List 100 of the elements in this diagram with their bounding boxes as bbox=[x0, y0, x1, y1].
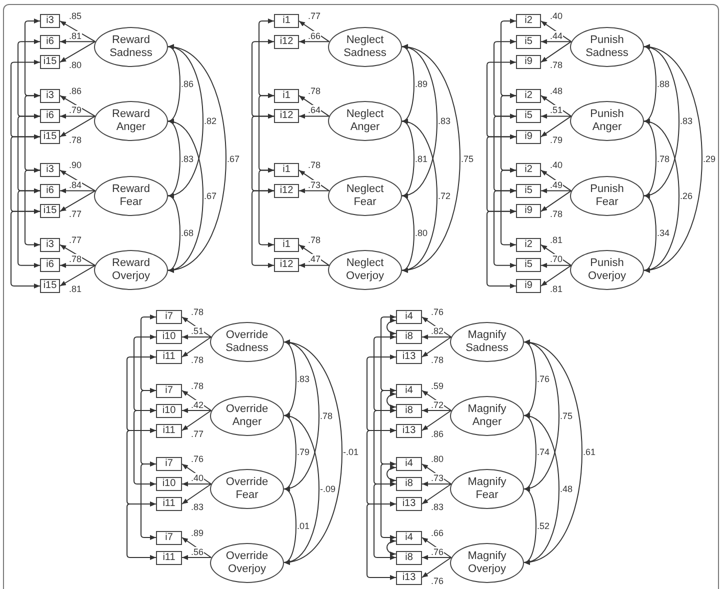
loading-arrow bbox=[540, 116, 572, 138]
edge-label: .47 bbox=[308, 254, 321, 264]
edge-label: .75 bbox=[461, 154, 474, 164]
loading-arrow bbox=[60, 95, 96, 117]
indicator-box bbox=[40, 163, 60, 178]
item-label: i3 bbox=[46, 165, 54, 176]
error-covariance-arrow bbox=[500, 168, 516, 248]
edge-label: .78 bbox=[191, 355, 204, 365]
edge-label: .82 bbox=[204, 116, 217, 126]
item-label: i7 bbox=[165, 386, 173, 396]
edge-label: .81 bbox=[69, 30, 82, 41]
loading-arrow bbox=[182, 408, 212, 413]
indicator-box bbox=[274, 34, 299, 49]
indicator-box bbox=[156, 424, 182, 438]
edge-label: .68 bbox=[181, 228, 194, 238]
indicator-box bbox=[156, 384, 182, 398]
loading-arrow bbox=[422, 484, 452, 504]
correlation-arrow bbox=[168, 120, 180, 196]
indicator-box bbox=[516, 109, 541, 124]
indicator-box bbox=[396, 570, 422, 584]
loading-arrow bbox=[540, 170, 572, 192]
error-covariance-arrow bbox=[258, 168, 274, 248]
indicator-box bbox=[40, 14, 60, 28]
correlation-arrow bbox=[524, 488, 536, 563]
loading-arrow bbox=[60, 116, 96, 138]
item-label: i4 bbox=[405, 312, 413, 322]
indicator-box bbox=[516, 14, 541, 28]
edge-label: .70 bbox=[550, 254, 563, 264]
edge-label: .75 bbox=[560, 410, 573, 420]
indicator-box bbox=[516, 88, 541, 103]
edge-label: .66 bbox=[308, 30, 321, 41]
loading-arrow bbox=[540, 20, 572, 42]
loading-arrow bbox=[182, 336, 212, 358]
latent-variable-name: Reward Overjoy bbox=[111, 257, 151, 284]
indicator-box bbox=[396, 330, 422, 344]
indicator-box bbox=[274, 238, 299, 252]
loading-arrow bbox=[60, 190, 96, 212]
loading-arrow bbox=[422, 336, 452, 358]
error-covariance-arrow bbox=[10, 134, 40, 214]
item-label: i11 bbox=[162, 352, 176, 362]
edge-label: .40 bbox=[191, 473, 204, 483]
item-label: i1 bbox=[282, 165, 290, 176]
edge-label: .86 bbox=[181, 78, 194, 89]
item-label: i13 bbox=[402, 352, 416, 362]
error-covariance-arrow bbox=[24, 18, 40, 98]
item-label: i15 bbox=[43, 57, 57, 68]
edge-label: .76 bbox=[431, 546, 444, 556]
indicator-box bbox=[274, 88, 299, 103]
indicator-box bbox=[156, 530, 182, 544]
item-label: i11 bbox=[162, 499, 176, 509]
error-covariance-arrow bbox=[252, 39, 274, 119]
item-label: i5 bbox=[524, 36, 532, 47]
error-covariance-arrow bbox=[24, 168, 40, 248]
item-label: i2 bbox=[524, 90, 532, 101]
indicator-box bbox=[156, 457, 182, 471]
item-label: i5 bbox=[524, 111, 532, 122]
error-covariance-arrow bbox=[386, 318, 396, 336]
edge-label: .83 bbox=[680, 116, 693, 126]
edge-label: .74 bbox=[537, 447, 550, 458]
indicator-box bbox=[396, 477, 422, 491]
edge-label: .79 bbox=[69, 105, 82, 116]
error-covariance-arrow bbox=[380, 462, 396, 540]
item-label: i3 bbox=[46, 90, 54, 101]
edge-label: .44 bbox=[550, 30, 563, 41]
edge-label: .78 bbox=[657, 154, 670, 164]
correlation-arrow bbox=[644, 120, 656, 196]
indicator-box bbox=[40, 130, 60, 144]
item-label: i2 bbox=[524, 16, 532, 26]
loading-arrow bbox=[60, 188, 96, 194]
edge-label: .83 bbox=[431, 502, 444, 512]
loading-arrow bbox=[540, 41, 572, 63]
item-label: i15 bbox=[43, 132, 57, 142]
latent-variable-name: Reward Fear bbox=[111, 182, 151, 209]
item-label: i8 bbox=[405, 479, 413, 489]
edge-label: .48 bbox=[560, 484, 573, 494]
indicator-box bbox=[156, 404, 182, 418]
loading-arrow bbox=[422, 482, 452, 486]
edge-label: .81 bbox=[550, 284, 563, 294]
correlation-arrow bbox=[402, 120, 438, 272]
error-covariance-arrow bbox=[366, 428, 396, 506]
edge-label: .76 bbox=[191, 454, 204, 464]
edge-label: .56 bbox=[191, 546, 204, 556]
item-label: i8 bbox=[405, 406, 413, 416]
item-label: i12 bbox=[280, 111, 294, 122]
loading-arrow bbox=[182, 390, 212, 411]
loading-arrow bbox=[422, 316, 452, 338]
loading-arrow bbox=[60, 262, 96, 268]
error-covariance-arrow bbox=[10, 60, 40, 140]
error-covariance-arrow bbox=[140, 314, 156, 393]
edge-label: .77 bbox=[69, 234, 82, 245]
edge-label: .77 bbox=[308, 11, 321, 21]
loading-arrow bbox=[540, 264, 572, 286]
correlation-arrow bbox=[524, 414, 560, 564]
item-label: i9 bbox=[524, 132, 532, 142]
latent-variable-name: Neglect Overjoy bbox=[345, 257, 385, 284]
edge-label: .78 bbox=[308, 86, 321, 96]
item-label: i7 bbox=[165, 459, 173, 469]
correlation-arrow bbox=[402, 46, 460, 272]
item-label: i8 bbox=[405, 552, 413, 562]
indicator-box bbox=[396, 497, 422, 511]
